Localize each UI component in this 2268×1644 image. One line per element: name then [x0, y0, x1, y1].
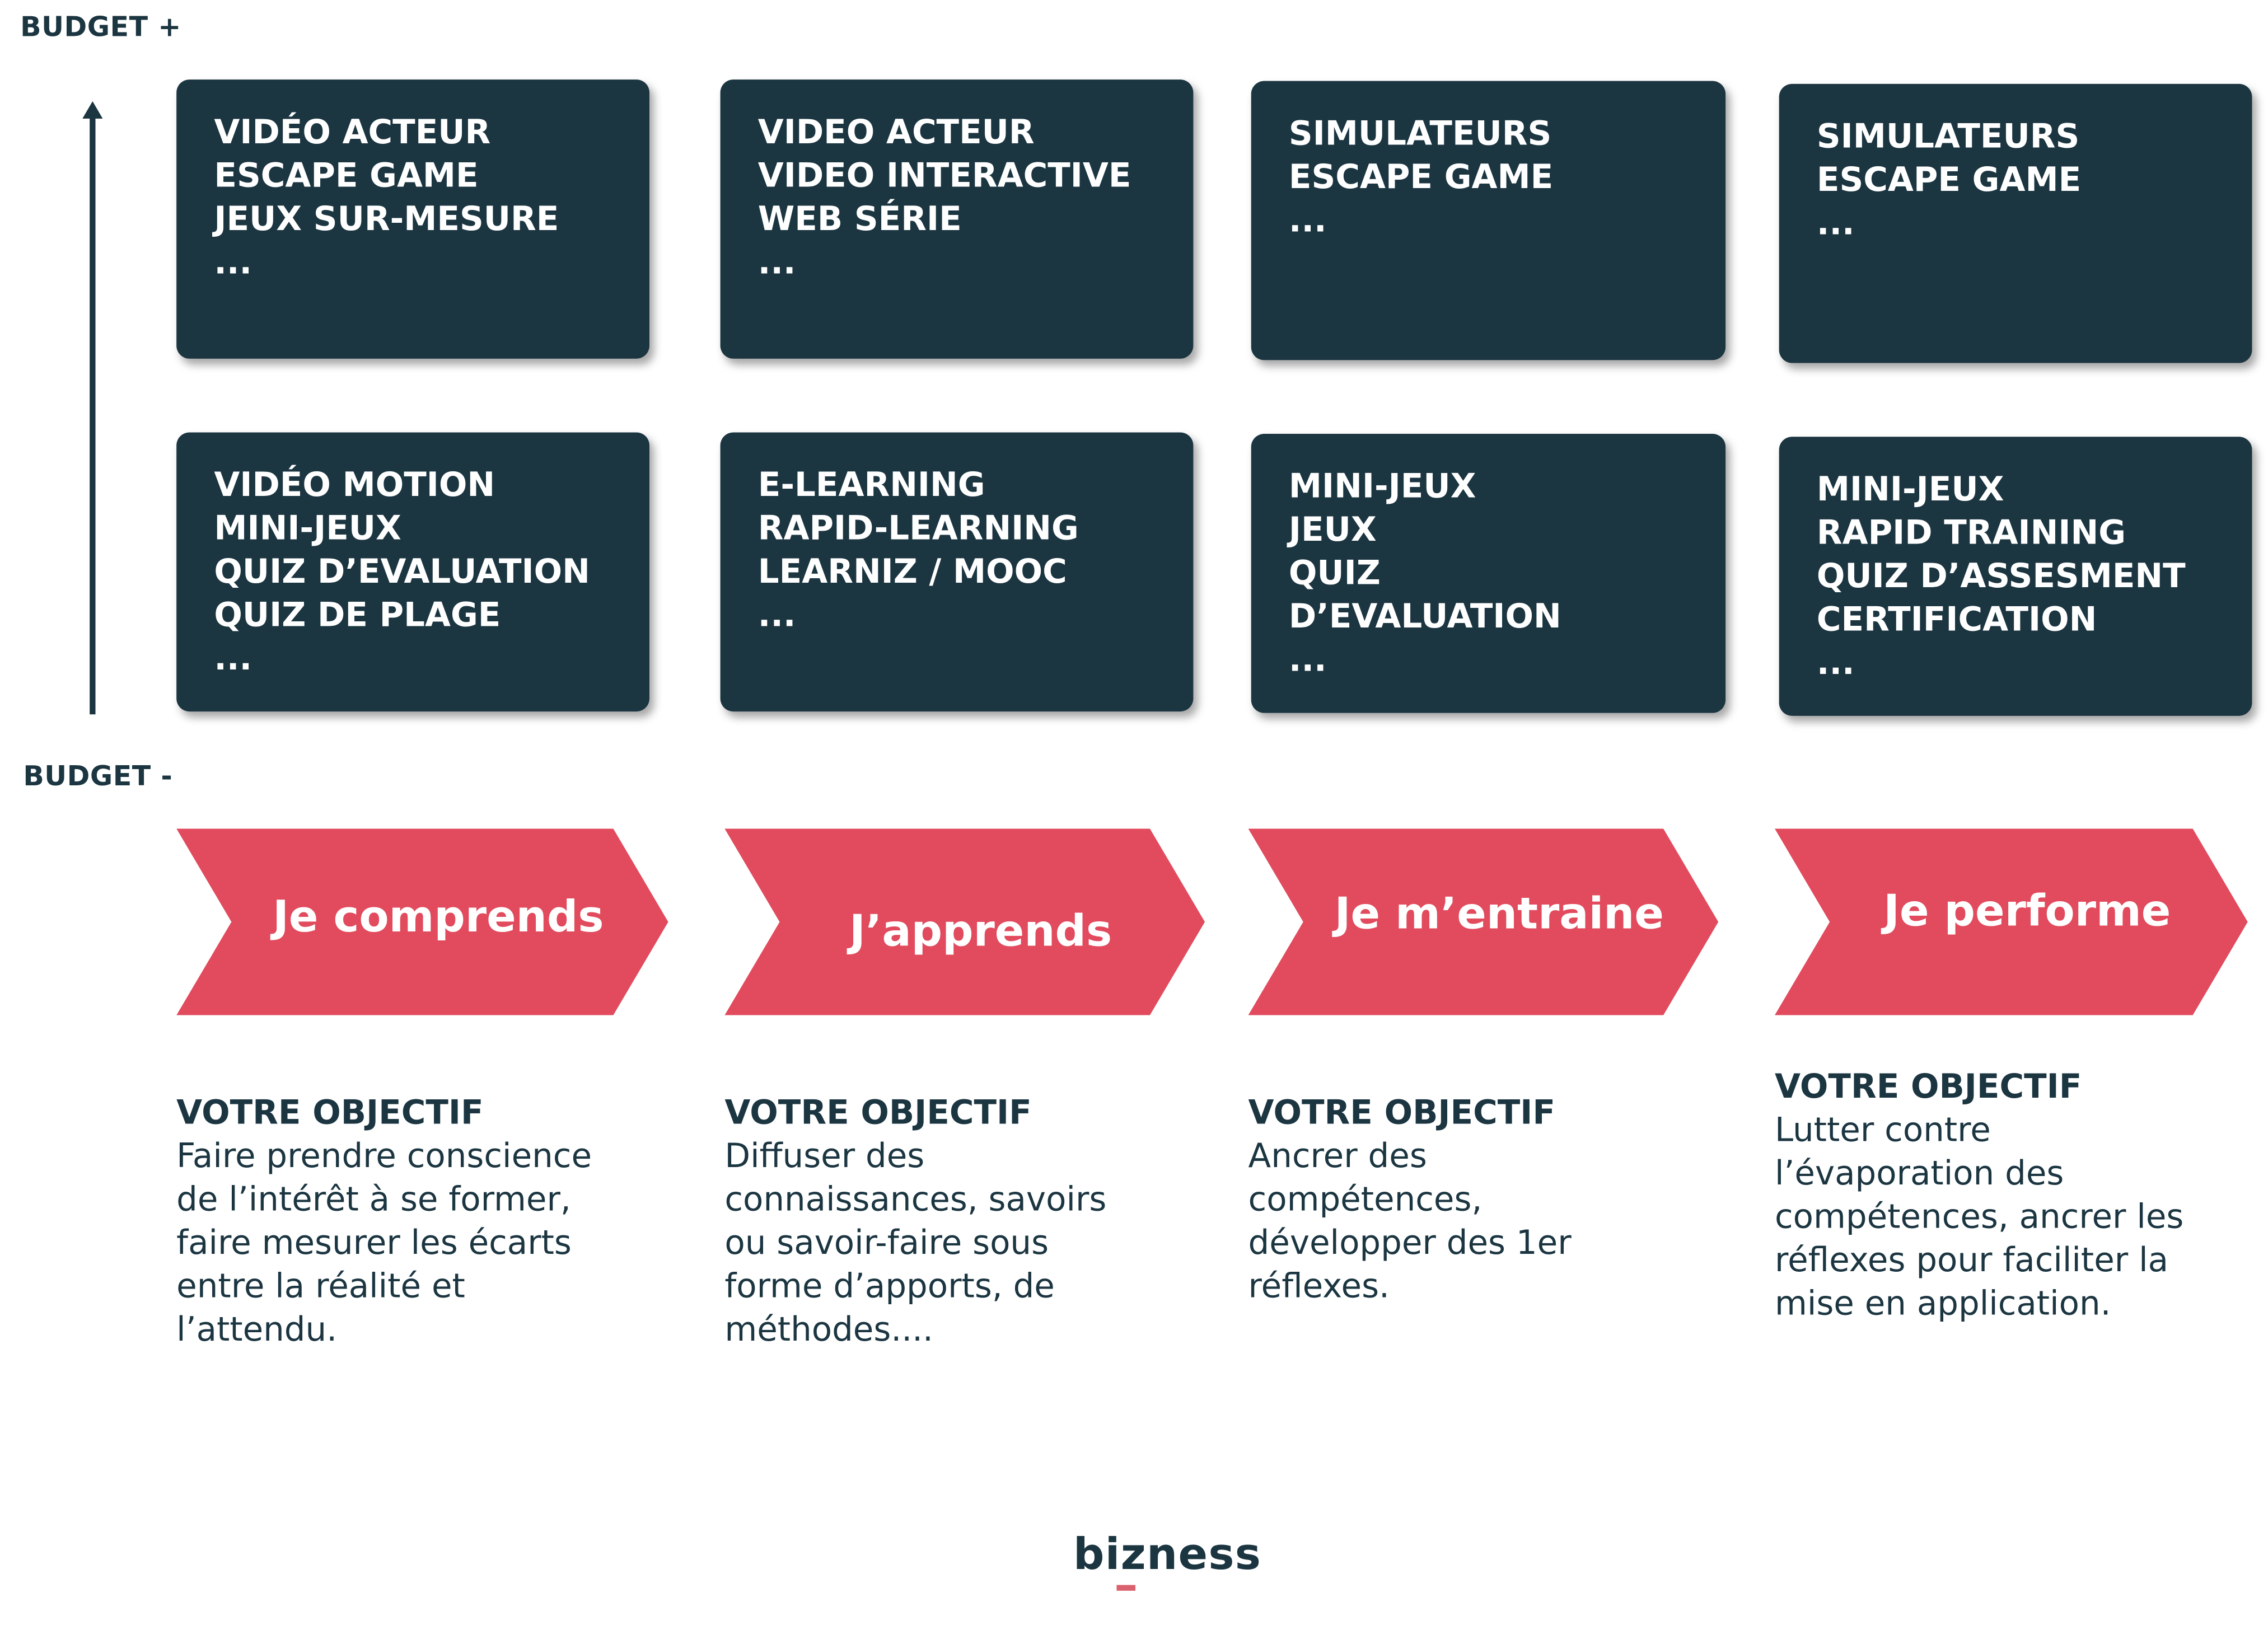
box-line: ... [214, 640, 252, 678]
box-line: MINI-JEUX [214, 510, 401, 549]
logo-underline [1116, 1585, 1136, 1591]
box-line: RAPID TRAINING [1816, 514, 2126, 552]
box-line: MINI-JEUX [1816, 471, 2004, 509]
box-line: JEUX [1288, 512, 1377, 550]
box-line: VIDÉO MOTION [214, 467, 495, 505]
objective-1: VOTRE OBJECTIF Faire prendre conscience d… [176, 1092, 668, 1352]
objective-2: VOTRE OBJECTIF Diffuser des connaissances… [724, 1092, 1216, 1352]
step-label: J’apprends [849, 906, 1112, 958]
top-box-1: VIDÉO ACTEUR ESCAPE GAME JEUX SUR-MESURE..… [176, 79, 649, 359]
box-line: MINI-JEUX [1288, 469, 1476, 507]
box-lines: E-LEARNING RAPID-LEARNING LEARNIZ / MOOC..… [758, 464, 1079, 638]
box-line: SIMULATEURS [1816, 118, 2080, 157]
box-line: CERTIFICATION [1816, 601, 2097, 639]
box-lines: VIDEO ACTEUR VIDEO INTERACTIVE WEB SÉRIE..… [758, 111, 1131, 285]
bottom-box-2: E-LEARNING RAPID-LEARNING LEARNIZ / MOOC..… [720, 432, 1194, 712]
budget-high-label: BUDGET + [20, 11, 181, 44]
step-label: Je m’entraine [1334, 889, 1664, 940]
box-lines: SIMULATEURS ESCAPE GAME... [1289, 113, 1553, 243]
box-line: QUIZ DE PLAGE [214, 597, 501, 635]
box-lines: VIDÉO MOTION MINI-JEUX QUIZ D’EVALUATION QU… [214, 464, 590, 681]
box-line: ... [757, 244, 796, 282]
bottom-box-3: MINI-JEUX JEUX QUIZ D’EVALUATION... [1251, 434, 1726, 713]
step-chevron-4: Je performe [1774, 828, 2248, 1015]
objective-title: VOTRE OBJECTIF [176, 1094, 484, 1132]
box-line: ESCAPE GAME [1816, 162, 2082, 200]
box-line: JEUX SUR-MESURE [214, 201, 559, 239]
objective-title: VOTRE OBJECTIF [1774, 1069, 2082, 1107]
box-line: ... [1288, 202, 1327, 240]
box-line: QUIZ D’ASSESMENT [1816, 558, 2186, 596]
box-line: ... [1816, 205, 1855, 243]
objective-text: Faire prendre conscience de l’intérêt à … [176, 1138, 592, 1350]
objective-4: VOTRE OBJECTIF Lutter contre l’évaporatio… [1775, 1066, 2266, 1326]
top-box-4: SIMULATEURS ESCAPE GAME... [1779, 83, 2252, 363]
step-label: Je comprends [273, 892, 604, 943]
objective-3: VOTRE OBJECTIF Ancrer des compétences, dé… [1248, 1092, 1740, 1309]
box-line: SIMULATEURS [1288, 115, 1552, 153]
box-line: ... [1816, 645, 1855, 683]
top-box-2: VIDEO ACTEUR VIDEO INTERACTIVE WEB SÉRIE..… [720, 79, 1194, 359]
box-line: ESCAPE GAME [1288, 159, 1554, 197]
objective-text: Diffuser des connaissances, savoirs ou s… [724, 1138, 1107, 1350]
chevron-shape [1248, 828, 1719, 1015]
step-chevron-3: Je m’entraine [1248, 828, 1719, 1015]
box-line: E-LEARNING [757, 467, 985, 505]
box-line: QUIZ D’EVALUATION [214, 554, 590, 592]
box-line: VIDEO ACTEUR [757, 114, 1035, 152]
chevron-shape [1774, 828, 2248, 1015]
box-line: LEARNIZ / MOOC [757, 554, 1067, 592]
box-line: VIDEO INTERACTIVE [757, 157, 1131, 195]
box-line: QUIZ [1288, 555, 1381, 593]
box-lines: SIMULATEURS ESCAPE GAME... [1817, 116, 2081, 246]
budget-axis [90, 115, 96, 715]
box-line: ... [757, 597, 796, 635]
bottom-box-4: MINI-JEUX RAPID TRAINING QUIZ D’ASSESMENT C… [1779, 437, 2252, 716]
objective-title: VOTRE OBJECTIF [1248, 1094, 1555, 1132]
budget-low-label: BUDGET - [23, 760, 173, 793]
box-lines: VIDÉO ACTEUR ESCAPE GAME JEUX SUR-MESURE..… [214, 111, 559, 285]
chevron-shape [724, 828, 1205, 1015]
step-chevron-2: J’apprends [724, 828, 1205, 1015]
box-line: ESCAPE GAME [214, 157, 479, 195]
chevron-shape [176, 828, 668, 1015]
box-lines: MINI-JEUX JEUX QUIZ D’EVALUATION... [1289, 466, 1561, 683]
step-chevron-1: Je comprends [176, 828, 668, 1015]
box-line: VIDÉO ACTEUR [214, 114, 491, 152]
objective-text: Lutter contre l’évaporation des compéten… [1774, 1112, 2184, 1323]
objective-text: Ancrer des compétences, développer des 1… [1248, 1138, 1572, 1306]
logo: bizness [1073, 1530, 1262, 1591]
bottom-box-1: VIDÉO MOTION MINI-JEUX QUIZ D’EVALUATION QU… [176, 432, 649, 712]
step-label: Je performe [1883, 886, 2171, 938]
box-line: ... [214, 244, 252, 282]
box-line: WEB SÉRIE [757, 201, 962, 239]
box-line: RAPID-LEARNING [757, 510, 1079, 549]
objective-title: VOTRE OBJECTIF [724, 1094, 1032, 1132]
logo-text: bizness [1073, 1530, 1262, 1581]
top-box-3: SIMULATEURS ESCAPE GAME... [1251, 81, 1726, 360]
box-line: ... [1288, 642, 1327, 680]
arrow-up-icon [82, 101, 103, 119]
box-line: D’EVALUATION [1288, 598, 1561, 636]
box-lines: MINI-JEUX RAPID TRAINING QUIZ D’ASSESMENT C… [1817, 469, 2186, 686]
